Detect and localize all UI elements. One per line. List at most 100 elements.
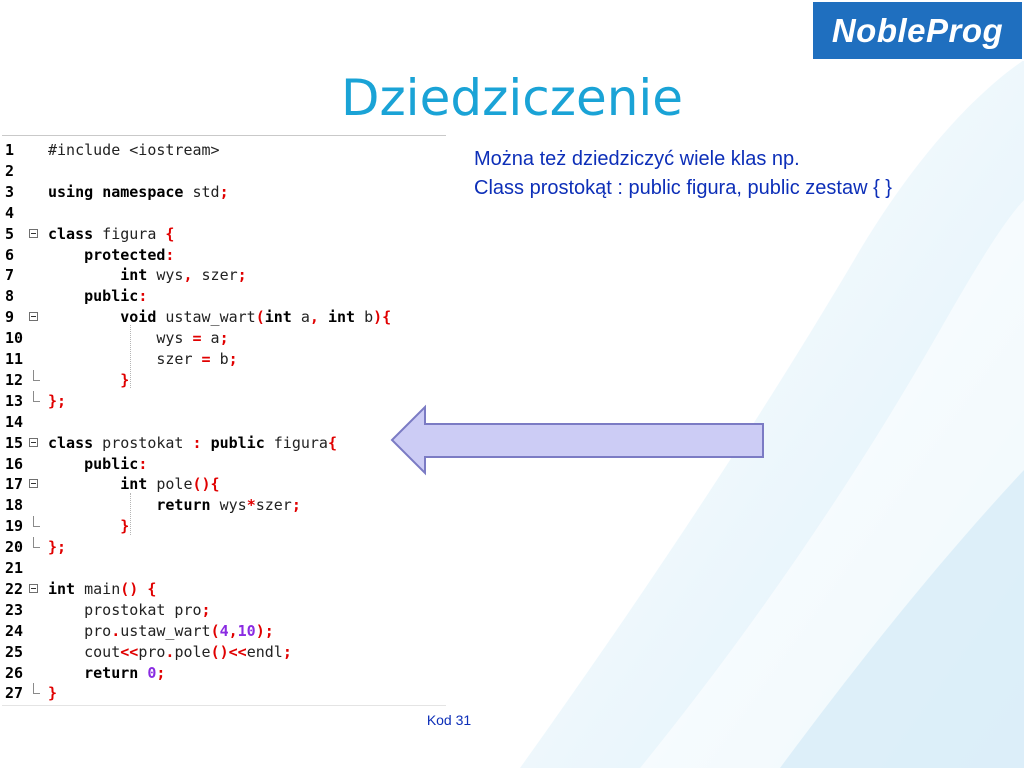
line-number: 6 bbox=[5, 245, 15, 264]
code-token bbox=[48, 475, 120, 493]
fold-minus-icon[interactable] bbox=[29, 479, 38, 489]
code-text: int pole(){ bbox=[48, 474, 220, 495]
code-text: public: bbox=[48, 286, 147, 307]
nobleprog-logo: NobleProg bbox=[811, 0, 1024, 61]
code-token bbox=[48, 246, 84, 264]
left-arrow-shape bbox=[390, 404, 764, 476]
code-token: ; bbox=[219, 329, 229, 348]
fold-end-marker bbox=[33, 683, 40, 695]
code-token: int bbox=[120, 475, 148, 494]
code-token: pole bbox=[147, 475, 193, 494]
code-token: wys bbox=[210, 496, 247, 515]
code-line: 7 int wys, szer; bbox=[2, 265, 446, 286]
code-line: 12 } bbox=[2, 369, 446, 391]
code-line: 14 bbox=[2, 412, 446, 433]
code-token: int bbox=[327, 308, 356, 327]
code-token: cout bbox=[48, 642, 121, 661]
code-token: ; bbox=[291, 496, 301, 515]
indent-guide bbox=[130, 493, 131, 535]
code-token: } bbox=[120, 517, 130, 536]
line-number: 4 bbox=[5, 203, 15, 222]
line-number: 13 bbox=[5, 391, 24, 410]
code-token: figura bbox=[93, 224, 166, 243]
code-token: ; bbox=[156, 663, 166, 682]
line-number: 22 bbox=[5, 579, 24, 598]
fold-end-marker bbox=[33, 369, 40, 381]
code-token: namespace bbox=[102, 182, 184, 201]
code-token bbox=[48, 664, 84, 682]
code-token: pro bbox=[48, 621, 112, 640]
line-number: 18 bbox=[5, 496, 24, 515]
line-number: 2 bbox=[5, 161, 15, 180]
code-line: 16 public: bbox=[2, 454, 446, 475]
code-token: * bbox=[246, 496, 256, 515]
code-text: } bbox=[48, 683, 57, 704]
code-token: class bbox=[48, 224, 94, 243]
code-token: int bbox=[120, 266, 148, 285]
line-number: 19 bbox=[5, 517, 24, 536]
code-line: 27} bbox=[2, 683, 446, 704]
code-token bbox=[93, 183, 102, 201]
code-line: 20}; bbox=[2, 537, 446, 558]
fold-minus-icon[interactable] bbox=[29, 437, 38, 447]
arrow-path bbox=[390, 404, 764, 476]
code-token: b bbox=[210, 350, 229, 368]
line-number: 12 bbox=[5, 370, 24, 389]
code-line: 1#include <iostream> bbox=[2, 140, 446, 161]
code-token: public bbox=[84, 287, 139, 306]
line-number: 24 bbox=[5, 621, 24, 640]
code-token bbox=[48, 455, 84, 473]
code-text: protected: bbox=[48, 245, 174, 266]
code-text: #include <iostream> bbox=[48, 140, 220, 161]
line-number: 26 bbox=[5, 663, 24, 682]
code-line: 21 bbox=[2, 558, 446, 579]
code-token: std bbox=[183, 182, 220, 201]
fold-minus-icon[interactable] bbox=[29, 312, 38, 322]
code-token: = bbox=[201, 350, 211, 368]
code-token: } bbox=[48, 684, 58, 703]
code-token: using bbox=[48, 182, 94, 201]
slide-notes: Można też dziedziczyć wiele klas np. Cla… bbox=[474, 145, 892, 203]
code-token: a bbox=[201, 329, 220, 348]
code-token bbox=[138, 580, 147, 598]
code-token bbox=[48, 496, 156, 514]
line-number: 23 bbox=[5, 600, 24, 619]
code-token: }; bbox=[48, 538, 67, 557]
code-text: using namespace std; bbox=[48, 182, 229, 203]
code-token: int bbox=[264, 308, 292, 327]
line-number: 11 bbox=[5, 350, 24, 368]
code-text: void ustaw_wart(int a, int b){ bbox=[48, 307, 391, 328]
code-line: 8 public: bbox=[2, 286, 446, 307]
code-token: (){ bbox=[192, 475, 220, 494]
code-token bbox=[138, 664, 147, 682]
code-line: 4 bbox=[2, 203, 446, 224]
code-token: . bbox=[165, 642, 175, 661]
code-token: ( bbox=[210, 621, 220, 640]
code-token: () bbox=[120, 579, 139, 598]
fold-minus-icon[interactable] bbox=[29, 583, 38, 593]
code-text: prostokat pro; bbox=[48, 600, 210, 621]
code-token: public bbox=[210, 433, 265, 452]
line-number: 20 bbox=[5, 538, 24, 557]
fold-minus-icon[interactable] bbox=[29, 228, 38, 238]
code-token: wys bbox=[147, 266, 184, 285]
code-token: { bbox=[327, 433, 337, 452]
line-number: 7 bbox=[5, 266, 15, 285]
line-number: 25 bbox=[5, 642, 24, 661]
code-token: : bbox=[138, 287, 148, 306]
code-token: : bbox=[192, 433, 202, 452]
line-number: 21 bbox=[5, 559, 24, 577]
code-token: ustaw_wart bbox=[156, 308, 256, 327]
code-token: ); bbox=[255, 621, 274, 640]
code-line: 25 cout<<pro.pole()<<endl; bbox=[2, 642, 446, 663]
code-token: 10 bbox=[237, 621, 256, 640]
code-line: 2 bbox=[2, 161, 446, 182]
code-token: , bbox=[309, 308, 319, 327]
code-line: 26 return 0; bbox=[2, 663, 446, 684]
code-text: return 0; bbox=[48, 663, 165, 684]
code-token bbox=[48, 308, 120, 326]
code-token: public bbox=[84, 454, 139, 473]
line-number: 17 bbox=[5, 475, 24, 494]
code-line: 19 } bbox=[2, 516, 446, 537]
